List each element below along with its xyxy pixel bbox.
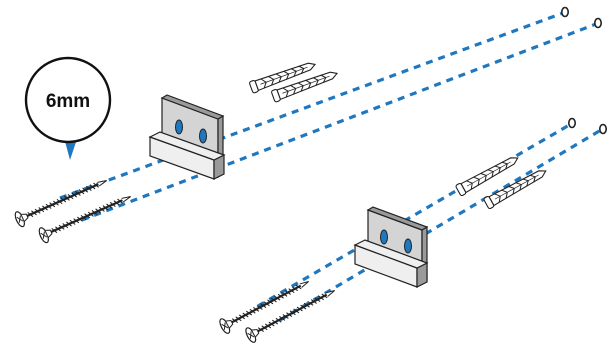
ring-icon [598, 123, 608, 135]
screw-icon [216, 273, 314, 336]
screw-icon [12, 172, 111, 230]
guide-line-upper-2 [81, 22, 597, 222]
wall-bracket-icon [148, 94, 226, 180]
ring-icon [560, 6, 570, 18]
wall-bracket-icon [353, 206, 429, 288]
guide-line-lower-2 [279, 128, 602, 322]
ring-icon [593, 17, 603, 29]
badge-label: 6mm [46, 91, 90, 112]
guide-line-lower-1 [257, 122, 572, 308]
screw-size-badge: 6mm [24, 56, 112, 160]
guide-line-upper-1 [59, 11, 564, 200]
ring-icon [567, 117, 577, 129]
bracket-assembly-lower [216, 117, 608, 345]
screw-icon [36, 188, 135, 246]
badge-circle [24, 56, 112, 144]
bracket-assembly-upper [12, 6, 603, 246]
